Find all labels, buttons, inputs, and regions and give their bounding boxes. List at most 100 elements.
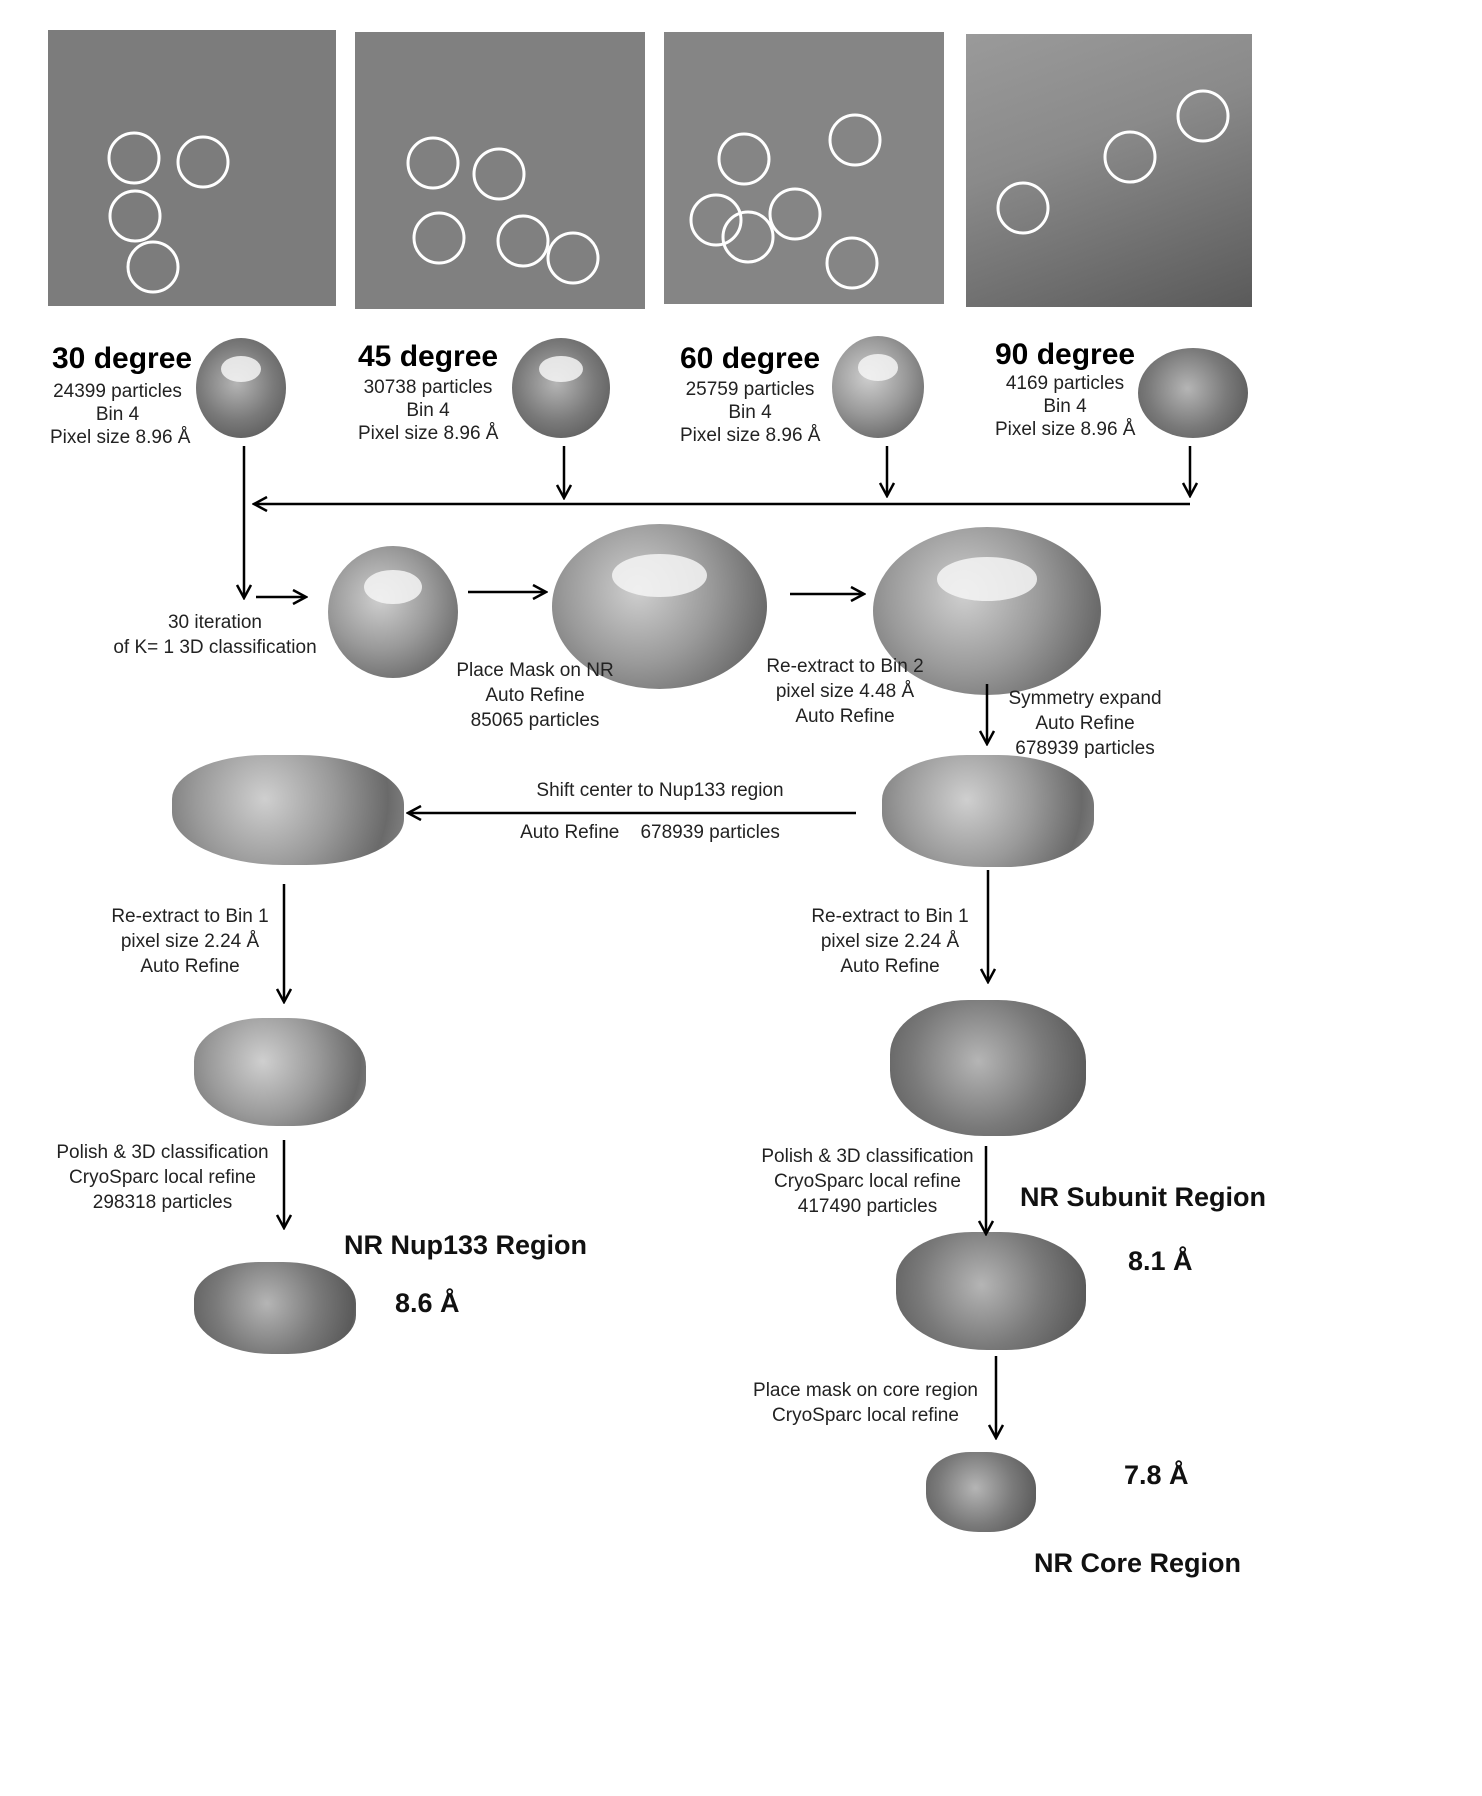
- tilt-45-particles: 30738 particles: [363, 377, 493, 398]
- tilt-30-particles: 24399 particles: [53, 381, 182, 402]
- step-line: CryoSparc local refine: [69, 1167, 256, 1188]
- step-line: 298318 particles: [92, 1192, 233, 1213]
- tilt-60-bin: Bin 4: [728, 402, 772, 423]
- right-reextract-bin1-step: Re-extract to Bin 1 pixel size 2.24 Å Au…: [790, 904, 990, 979]
- step-line: Auto Refine: [140, 956, 240, 977]
- particle-circle: [176, 135, 230, 189]
- step-line: Symmetry expand: [1008, 688, 1162, 709]
- particle-circle: [828, 113, 882, 167]
- nr-subunit-final-map: [896, 1232, 1086, 1350]
- tilt-30-title: 30 degree: [52, 342, 193, 375]
- step-line: Auto Refine: [840, 956, 940, 977]
- step-line: Place mask on core region: [753, 1380, 978, 1401]
- tilt-30-pixel: Pixel size 8.96 Å: [50, 427, 191, 448]
- nr-masked-map: [552, 524, 767, 689]
- particle-circle: [825, 236, 879, 290]
- nr-subunit-bin2-map: [882, 755, 1094, 867]
- tilt-60-map: [832, 336, 924, 438]
- reextract-bin2-step: Re-extract to Bin 2 pixel size 4.48 Å Au…: [745, 654, 945, 729]
- nup133-resolution: 8.6 Å: [395, 1288, 460, 1318]
- step-line: 417490 particles: [797, 1196, 938, 1217]
- step-line: pixel size 2.24 Å: [120, 931, 260, 952]
- tilt-60-info: 25759 particles Bin 4 Pixel size 8.96 Å: [680, 378, 820, 447]
- step-line: CryoSparc local refine: [772, 1405, 959, 1426]
- particle-circle: [1176, 89, 1230, 143]
- particle-circle: [108, 189, 162, 243]
- nup133-final-map: [194, 1262, 356, 1354]
- classification-step: 30 iteration of K= 1 3D classification: [110, 610, 320, 660]
- tilt-45-info: 30738 particles Bin 4 Pixel size 8.96 Å: [358, 376, 498, 445]
- nup133-bin1-map: [194, 1018, 366, 1126]
- micrograph-90-degree: [966, 34, 1252, 307]
- particle-circle: [1103, 130, 1157, 184]
- tilt-30-bin: Bin 4: [95, 404, 140, 425]
- core-resolution: 7.8 Å: [1124, 1460, 1189, 1490]
- step-line: 678939 particles: [1015, 738, 1155, 759]
- nup133-bin2-map: [172, 755, 404, 865]
- step-line: Re-extract to Bin 1: [811, 906, 969, 927]
- step-line: of K= 1 3D classification: [113, 637, 317, 658]
- particle-circle: [721, 210, 775, 264]
- step-line: 85065 particles: [470, 710, 600, 731]
- nr-core-final-map: [926, 1452, 1036, 1532]
- subunit-resolution: 8.1 Å: [1128, 1246, 1193, 1276]
- left-reextract-bin1-step: Re-extract to Bin 1 pixel size 2.24 Å Au…: [90, 904, 290, 979]
- mask-nr-step: Place Mask on NR Auto Refine 85065 parti…: [435, 658, 635, 733]
- particle-circle: [412, 211, 466, 265]
- micrograph-60-degree: [664, 32, 944, 304]
- tilt-60-title: 60 degree: [680, 342, 821, 375]
- step-line: CryoSparc local refine: [774, 1171, 961, 1192]
- core-region-title: NR Core Region: [1034, 1548, 1242, 1578]
- tilt-60-particles: 25759 particles: [685, 379, 815, 400]
- tilt-90-map: [1138, 348, 1248, 438]
- micrograph-45-degree: [355, 32, 645, 309]
- tilt-45-pixel: Pixel size 8.96 Å: [358, 423, 499, 444]
- core-mask-step: Place mask on core region CryoSparc loca…: [748, 1378, 983, 1428]
- step-line: Place Mask on NR: [456, 660, 614, 681]
- particle-circle: [107, 131, 161, 185]
- particle-circle: [996, 181, 1050, 235]
- particle-circle: [406, 136, 460, 190]
- particle-circles: [689, 113, 882, 290]
- tilt-60-pixel: Pixel size 8.96 Å: [680, 425, 821, 446]
- tilt-90-pixel: Pixel size 8.96 Å: [995, 419, 1136, 440]
- particle-circles: [996, 89, 1230, 235]
- nr-bin2-map: [873, 527, 1101, 695]
- step-line: Re-extract to Bin 1: [111, 906, 269, 927]
- particle-circle: [126, 240, 180, 294]
- step-line: Auto Refine: [485, 685, 585, 706]
- shift-refine-label: Auto Refine 678939 particles: [520, 822, 780, 843]
- tilt-90-bin: Bin 4: [1043, 396, 1087, 417]
- left-polish-step: Polish & 3D classification CryoSparc loc…: [50, 1140, 275, 1215]
- particle-circles: [406, 136, 600, 285]
- step-line: Re-extract to Bin 2: [766, 656, 924, 677]
- tilt-30-info: 24399 particles Bin 4 Pixel size 8.96 Å: [50, 380, 191, 449]
- nr-initial-map: [328, 546, 458, 678]
- shift-center-label: Shift center to Nup133 region: [536, 780, 784, 801]
- tilt-90-title: 90 degree: [995, 338, 1136, 371]
- tilt-90-particles: 4169 particles: [1005, 373, 1125, 394]
- right-polish-step: Polish & 3D classification CryoSparc loc…: [755, 1144, 980, 1219]
- subunit-region-title: NR Subunit Region: [1020, 1182, 1266, 1212]
- particle-circle: [717, 132, 771, 186]
- step-line: Polish & 3D classification: [761, 1146, 974, 1167]
- tilt-45-title: 45 degree: [358, 340, 499, 373]
- symmetry-step: Symmetry expand Auto Refine 678939 parti…: [1000, 686, 1170, 761]
- tilt-45-bin: Bin 4: [406, 400, 450, 421]
- tilt-45-map: [512, 338, 610, 438]
- particle-circle: [472, 147, 526, 201]
- nup133-region-title: NR Nup133 Region: [344, 1230, 588, 1260]
- particle-circle: [768, 187, 822, 241]
- tilt-30-map: [196, 338, 286, 438]
- step-line: Polish & 3D classification: [56, 1142, 269, 1163]
- step-line: Auto Refine: [795, 706, 895, 727]
- step-line: 30 iteration: [167, 612, 262, 633]
- micrograph-30-degree: [48, 30, 336, 306]
- step-line: pixel size 2.24 Å: [820, 931, 960, 952]
- nr-subunit-bin1-map: [890, 1000, 1086, 1136]
- step-line: pixel size 4.48 Å: [775, 681, 915, 702]
- tilt-90-info: 4169 particles Bin 4 Pixel size 8.96 Å: [995, 372, 1135, 441]
- particle-circle: [546, 231, 600, 285]
- particle-circle: [689, 193, 743, 247]
- particle-circles: [107, 131, 230, 294]
